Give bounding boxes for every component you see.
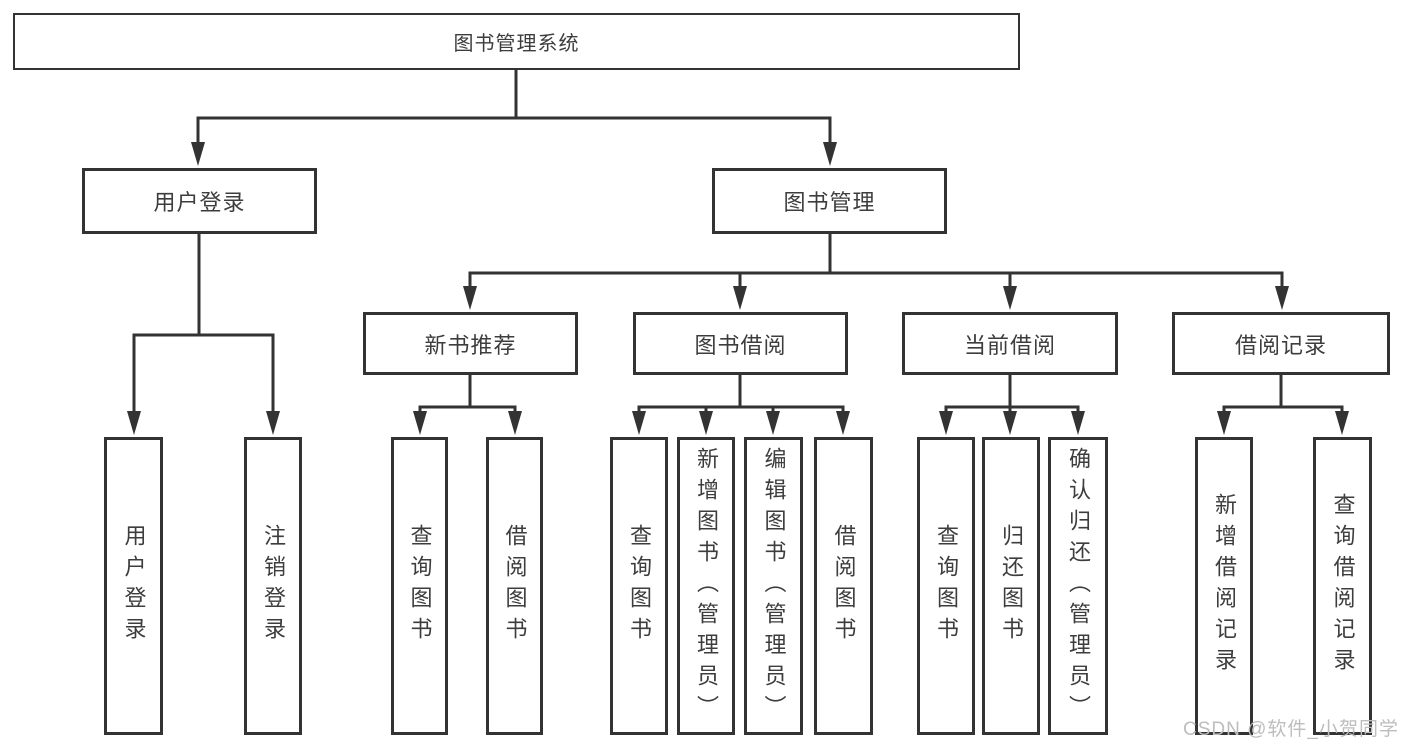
node-nb-borrow-books: 借阅图书 <box>486 437 543 735</box>
node-label: 借阅图书 <box>831 524 857 648</box>
node-label: 新书推荐 <box>424 332 517 358</box>
node-nb-query-books: 查询图书 <box>391 437 448 735</box>
node-label: 图书管理 <box>783 190 876 215</box>
arrowhead-icon <box>1003 411 1017 435</box>
arrowhead-icon <box>463 286 477 310</box>
node-label: 查询图书 <box>627 524 652 648</box>
node-cb-return-books: 归还图书 <box>982 437 1040 735</box>
node-label: 当前借阅 <box>963 332 1056 358</box>
node-borrowing-records: 借阅记录 <box>1172 312 1390 375</box>
node-library-system: 图书管理系统 <box>13 13 1020 70</box>
arrowhead-icon <box>836 411 850 435</box>
node-user-login: 用户登录 <box>82 168 317 234</box>
node-label: 查询图书 <box>407 524 433 648</box>
node-br-add-record: 新增借阅记录 <box>1195 437 1253 735</box>
node-label: 新增图书（管理员） <box>694 446 719 726</box>
arrowhead-icon <box>1275 286 1289 310</box>
arrowhead-icon <box>1071 411 1085 435</box>
node-current-borrowing: 当前借阅 <box>902 312 1118 375</box>
arrowhead-icon <box>939 411 953 435</box>
node-bb-edit-books: 编辑图书（管理员） <box>744 437 803 735</box>
arrowhead-icon <box>699 411 713 435</box>
arrowhead-icon <box>1335 411 1349 435</box>
arrowhead-icon <box>413 411 427 435</box>
node-login-action: 用户登录 <box>104 437 163 735</box>
watermark: CSDN @软件_小贺同学 <box>1183 719 1399 740</box>
arrowhead-icon <box>823 142 837 166</box>
arrowhead-icon <box>191 142 205 166</box>
node-label: 用户登录 <box>121 524 147 648</box>
node-label: 编辑图书（管理员） <box>761 446 787 726</box>
arrowhead-icon <box>1003 286 1017 310</box>
node-book-borrowing: 图书借阅 <box>633 312 848 375</box>
node-bb-query-books: 查询图书 <box>610 437 668 735</box>
arrowhead-icon <box>508 411 522 435</box>
node-cb-query-books: 查询图书 <box>917 437 975 735</box>
node-new-book-recommend: 新书推荐 <box>363 312 578 375</box>
arrowhead-icon <box>733 286 747 310</box>
arrowhead-icon <box>266 411 280 435</box>
node-label: 归还图书 <box>999 524 1024 648</box>
node-label: 借阅图书 <box>502 524 528 648</box>
node-label: 用户登录 <box>153 190 246 215</box>
node-label: 注销登录 <box>261 524 286 648</box>
node-cb-confirm-return: 确认归还（管理员） <box>1048 437 1108 735</box>
node-br-query-record: 查询借阅记录 <box>1313 437 1372 735</box>
node-label: 确认归还（管理员） <box>1066 446 1091 726</box>
arrowhead-icon <box>127 411 141 435</box>
node-bb-borrow-books: 借阅图书 <box>814 437 873 735</box>
node-label: 借阅记录 <box>1234 332 1327 358</box>
arrowhead-icon <box>1217 411 1231 435</box>
node-label: 图书借阅 <box>694 332 787 358</box>
node-label: 新增借阅记录 <box>1212 493 1237 679</box>
node-logout-action: 注销登录 <box>244 437 302 735</box>
node-label: 查询图书 <box>934 524 959 648</box>
node-label: 图书管理系统 <box>453 33 580 55</box>
arrowhead-icon <box>632 411 646 435</box>
node-book-management: 图书管理 <box>712 168 947 234</box>
node-label: 查询借阅记录 <box>1330 493 1356 679</box>
node-bb-add-books: 新增图书（管理员） <box>677 437 735 735</box>
arrowhead-icon <box>766 411 780 435</box>
